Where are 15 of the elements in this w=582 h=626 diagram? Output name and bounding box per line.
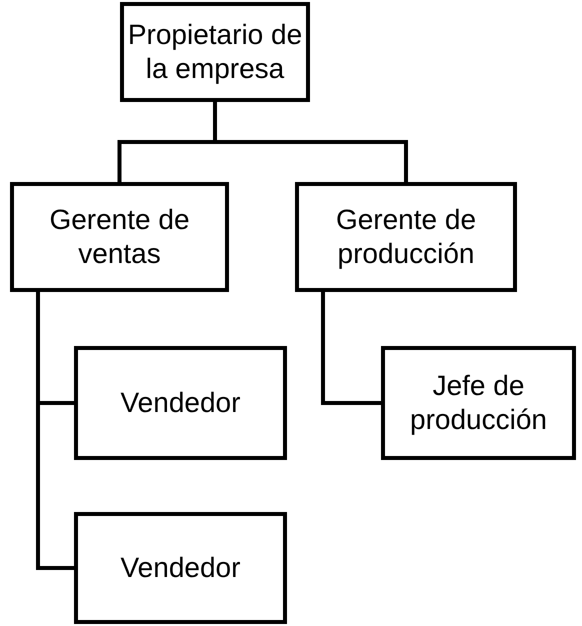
box-label: Vendedor [120, 386, 240, 420]
box-label: Vendedor [120, 551, 240, 585]
connector-line [213, 102, 408, 182]
org-box [120, 2, 310, 102]
org-box [381, 346, 576, 460]
box-label: Gerente de ventas [48, 203, 191, 271]
org-box [295, 182, 517, 292]
org-box [74, 346, 287, 460]
org-box [10, 182, 229, 292]
connector-line [321, 292, 381, 405]
org-box [74, 512, 287, 624]
box-label: Gerente de producción [334, 203, 478, 271]
box-label: Propietario de la empresa [126, 18, 304, 86]
connector-line [36, 292, 74, 570]
box-label: Jefe de producción [409, 369, 548, 437]
